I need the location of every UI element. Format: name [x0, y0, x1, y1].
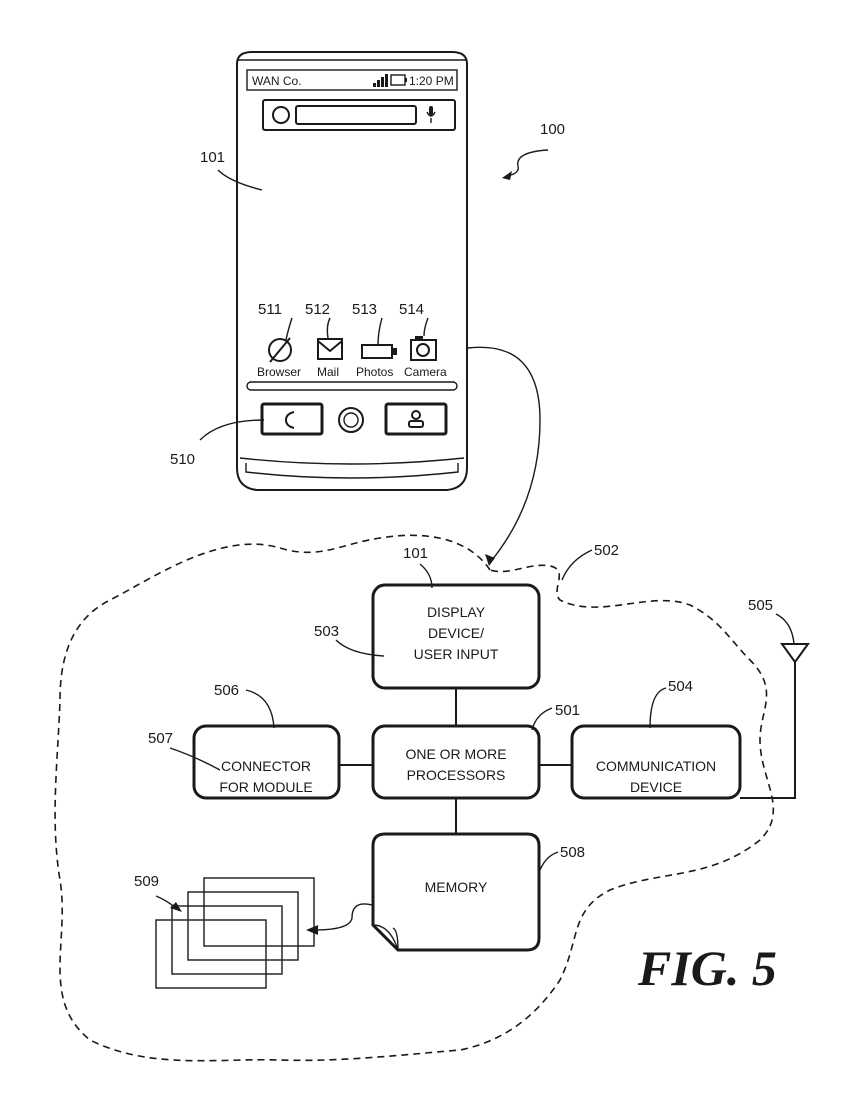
battery-icon	[390, 74, 407, 86]
system-boundary	[54, 534, 775, 1062]
communication-block: COMMUNICATION DEVICE	[570, 724, 742, 800]
search-widget[interactable]	[262, 99, 456, 131]
antenna-icon	[780, 643, 810, 664]
ref-nav-510: 510	[170, 451, 195, 468]
signal-icon	[373, 74, 388, 87]
display-block-line3: USER INPUT	[414, 646, 499, 662]
search-icon	[272, 106, 290, 124]
ref-app-514: 514	[399, 301, 424, 318]
connector-block-line2: FOR MODULE	[219, 779, 312, 795]
display-block-line1: DISPLAY	[427, 604, 486, 620]
clock-time: 1:20 PM	[409, 74, 454, 88]
memory-block: MEMORY	[371, 832, 541, 952]
search-input[interactable]	[295, 105, 417, 125]
processors-block: ONE OR MORE PROCESSORS	[371, 724, 541, 800]
ref-connector-507: 507	[148, 730, 173, 747]
app-label-browser: Browser	[257, 365, 301, 379]
antenna-feed	[740, 662, 796, 799]
phone-button[interactable]	[260, 402, 324, 436]
browser-icon[interactable]	[268, 337, 292, 363]
ref-user-input-503: 503	[314, 623, 339, 640]
nav-bar	[260, 402, 448, 436]
processor-block-line2: PROCESSORS	[407, 767, 506, 783]
carrier-label: WAN Co.	[252, 74, 302, 88]
ref-device-100: 100	[540, 121, 565, 138]
ref-nav-leader	[199, 419, 265, 441]
ref-device-leader	[505, 149, 549, 177]
status-bar: WAN Co. 1:20 PM	[246, 69, 458, 91]
ref-display-101: 101	[200, 149, 225, 166]
ref-app-513: 513	[352, 301, 377, 318]
home-button[interactable]	[338, 407, 364, 433]
microphone-icon[interactable]	[426, 103, 436, 123]
connector-block: CONNECTOR FOR MODULE	[192, 724, 341, 800]
phone-to-diagram-arrow	[467, 346, 541, 561]
app-label-photos: Photos	[356, 365, 393, 379]
ref-modules-509: 509	[134, 873, 159, 890]
comm-block-line2: DEVICE	[630, 779, 682, 795]
comm-block-line1: COMMUNICATION	[596, 758, 716, 774]
memory-to-modules-arrow	[313, 903, 373, 931]
app-row: Browser Mail Photos Camera	[246, 336, 458, 391]
memory-block-label: MEMORY	[425, 879, 488, 895]
ref-communication-504: 504	[668, 678, 693, 695]
mail-icon[interactable]	[317, 338, 343, 360]
ref-display-leader	[217, 169, 263, 191]
app-label-mail: Mail	[317, 365, 339, 379]
connector-block-line1: CONNECTOR	[221, 758, 311, 774]
ref-memory-508: 508	[560, 844, 585, 861]
phone-device	[236, 51, 468, 491]
arrowhead	[502, 171, 512, 180]
module-stack	[155, 877, 315, 989]
display-block-line2: DEVICE/	[428, 625, 484, 641]
ref-display-box-101: 101	[403, 545, 428, 562]
app-label-camera: Camera	[404, 365, 447, 379]
figure-label: FIG. 5	[637, 940, 777, 996]
ref-antenna-505: 505	[748, 597, 773, 614]
ref-connector-506: 506	[214, 682, 239, 699]
ref-app-511: 511	[258, 301, 282, 318]
camera-icon[interactable]	[410, 336, 437, 361]
display-device-block: DISPLAY DEVICE/ USER INPUT	[371, 583, 541, 690]
contacts-button[interactable]	[384, 402, 448, 436]
ref-processors-501: 501	[555, 702, 580, 719]
photos-icon[interactable]	[361, 344, 397, 359]
processor-block-line1: ONE OR MORE	[405, 746, 506, 762]
ref-boundary-502: 502	[594, 542, 619, 559]
ref-app-512: 512	[305, 301, 330, 318]
